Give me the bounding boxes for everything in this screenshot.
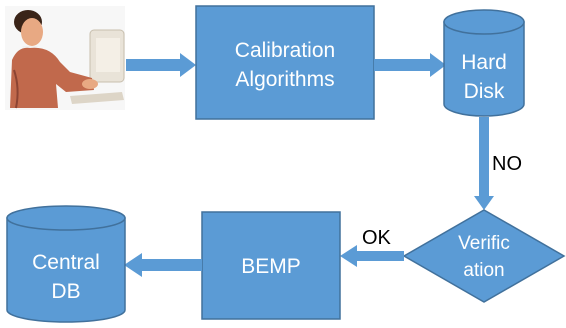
edge-label-ok: OK — [362, 227, 391, 249]
central-db-label: Central DB — [7, 246, 125, 308]
arrow-operator-to-calibration — [126, 53, 196, 77]
hard-disk-cylinder — [443, 9, 525, 117]
central-db-label-line-1: Central — [32, 251, 100, 274]
bemp-box — [201, 211, 341, 320]
verification-label: Verific ation — [440, 228, 528, 286]
arrow-bemp-to-central-db — [124, 253, 202, 277]
calibration-label-line-1: Calibration — [234, 39, 336, 62]
verification-label-line-2: ation — [463, 260, 505, 281]
central-db-label-line-2: DB — [51, 280, 81, 303]
arrow-hard-disk-to-verification — [474, 117, 494, 210]
hard-disk-label-line-2: Disk — [463, 80, 505, 103]
calibration-algorithms-label: Calibration Algorithms — [196, 34, 374, 96]
central-db-cylinder — [6, 205, 126, 323]
calibration-algorithms-box — [195, 5, 375, 120]
arrow-calibration-to-hard-disk — [374, 53, 446, 77]
calibration-label-line-2: Algorithms — [235, 68, 335, 91]
verification-label-line-1: Verific — [458, 233, 510, 254]
hard-disk-label: Hard Disk — [444, 46, 524, 108]
operator-at-computer-icon — [5, 6, 125, 110]
verification-diamond — [402, 209, 566, 303]
arrow-verification-to-bemp — [340, 245, 404, 267]
bemp-label-line-1: BEMP — [241, 254, 301, 278]
bemp-label: BEMP — [202, 250, 340, 282]
hard-disk-label-line-1: Hard — [461, 51, 507, 74]
edge-label-no: NO — [492, 153, 522, 175]
